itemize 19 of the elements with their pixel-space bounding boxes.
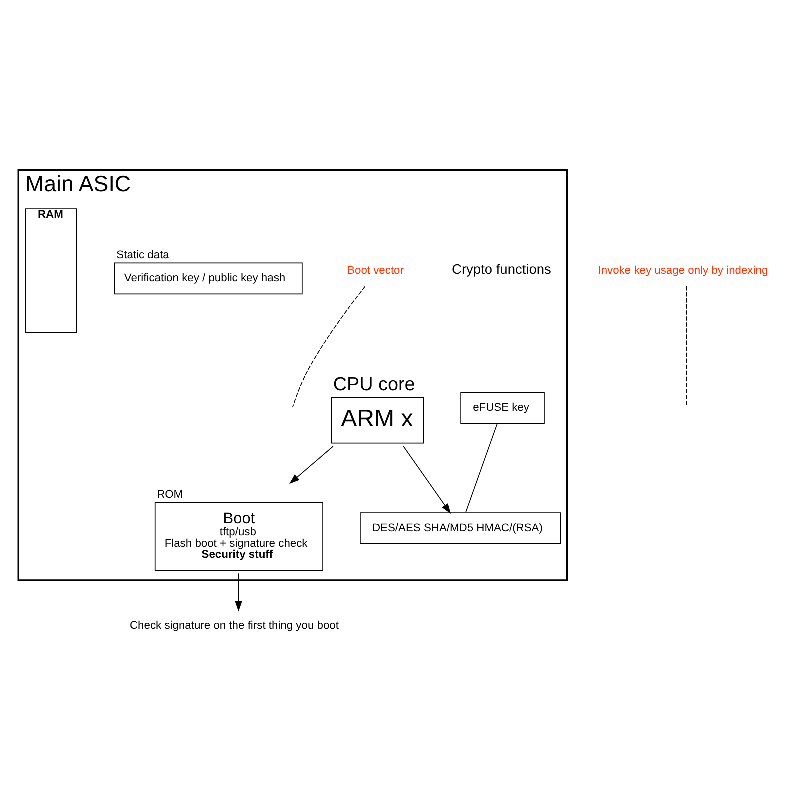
node-label: Static data bbox=[116, 249, 170, 262]
connector bbox=[686, 286, 688, 408]
node-text: Check signature on the first thing you boot bbox=[130, 620, 339, 632]
node-box: eFUSE key bbox=[460, 392, 545, 424]
node-box: ARM x bbox=[331, 397, 424, 444]
connector bbox=[292, 286, 366, 408]
node-text: Boot vector bbox=[348, 264, 404, 277]
node-box: DES/AES SHA/MD5 HMAC/(RSA) bbox=[360, 512, 562, 544]
connector bbox=[466, 423, 498, 514]
arrow bbox=[235, 573, 242, 612]
node-box: Verification key / public key hash bbox=[114, 262, 303, 295]
label: Crypto functions bbox=[452, 262, 552, 278]
node-label: CPU core bbox=[333, 374, 416, 396]
node-box: RAM bbox=[26, 208, 78, 334]
arrow bbox=[290, 446, 334, 484]
node-label: ROM bbox=[157, 488, 184, 501]
node-text: Invoke key usage only by indexing bbox=[598, 264, 768, 277]
node-box: Boot tftp/usb Flash boot + signature check Security stuff bbox=[154, 502, 324, 572]
arrow bbox=[403, 446, 452, 514]
